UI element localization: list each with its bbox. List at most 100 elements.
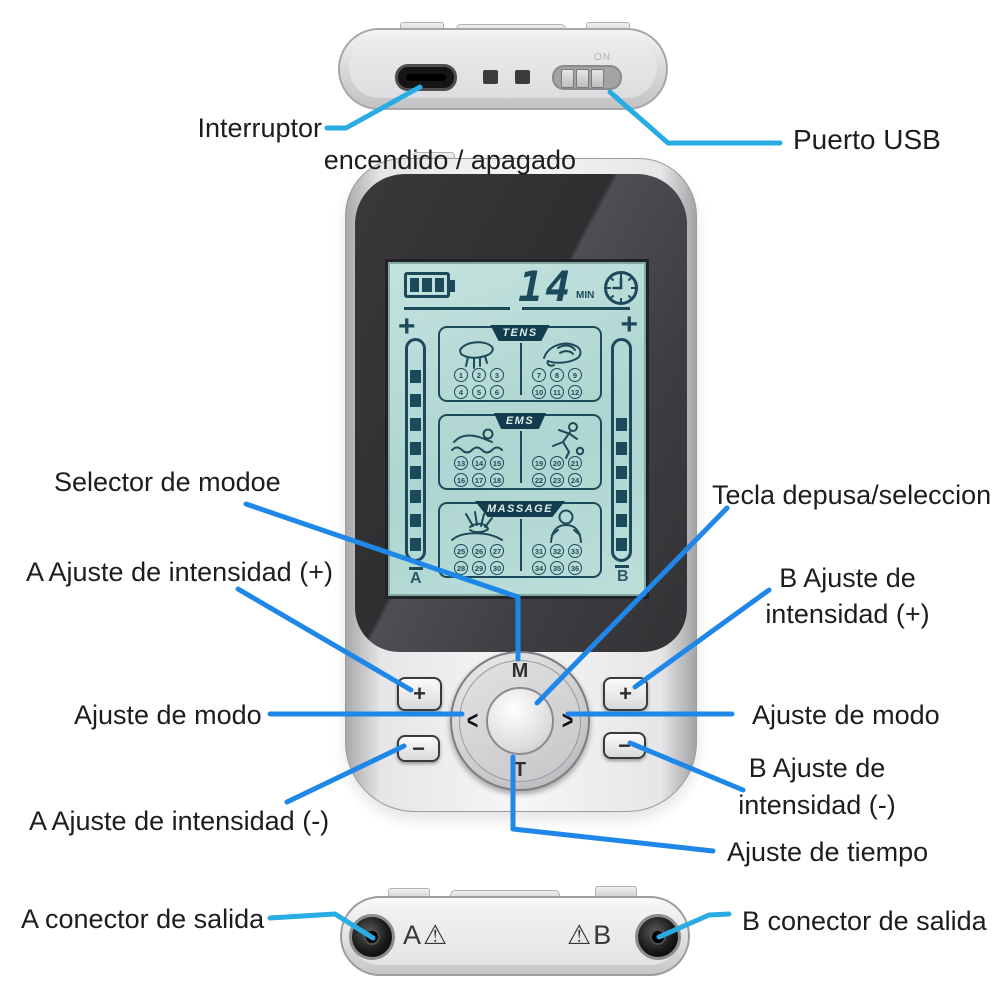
- mode-number-grid: 25 26 27 28 29 30: [454, 544, 504, 575]
- lcd-segment: [410, 394, 421, 407]
- mode-number: 3: [490, 368, 504, 382]
- label-a-intensity-plus: A Ajuste de intensidad (+): [26, 557, 333, 587]
- jack-b-hole: [650, 929, 666, 945]
- lcd-segment: [410, 442, 421, 455]
- section-divider: [520, 519, 522, 571]
- label-mode-selector: Selector de modoe: [54, 467, 281, 497]
- mode-number: 29: [472, 561, 486, 575]
- mode-number: 30: [490, 561, 504, 575]
- device-bottom-view: A⚠ ⚠B: [340, 884, 690, 978]
- label-time-adjust: Ajuste de tiempo: [727, 837, 929, 867]
- vent-hole: [483, 70, 498, 84]
- lcd-screen: 14 MIN + + A B: [388, 262, 646, 596]
- switch-ridge: [561, 69, 574, 88]
- mode-number: 8: [550, 368, 564, 382]
- b-intensity-plus-button[interactable]: +: [603, 677, 648, 711]
- device-bottom-face: [350, 905, 680, 965]
- label-mode-adjust-right: Ajuste de modo: [752, 700, 940, 730]
- warning-icon: ⚠: [567, 920, 594, 950]
- lcd-segment: [410, 538, 421, 551]
- jack-a-hole: [364, 929, 380, 945]
- lcd-segment: [410, 418, 421, 431]
- b-intensity-minus-button[interactable]: −: [603, 732, 646, 759]
- mode-number: 22: [532, 473, 546, 487]
- timer-unit: MIN: [576, 290, 595, 301]
- label-mode-adjust-left: Ajuste de modo: [74, 700, 262, 730]
- label-a-intensity-minus: A Ajuste de intensidad (-): [29, 806, 330, 836]
- switch-ridge: [591, 69, 604, 88]
- mode-number: 13: [454, 456, 468, 470]
- label-usb-port: Puerto USB: [793, 124, 941, 155]
- mode-number: 4: [454, 385, 468, 399]
- mode-number: 15: [490, 456, 504, 470]
- mode-selector-button[interactable]: M: [511, 660, 529, 682]
- warning-icon: ⚠: [423, 920, 450, 950]
- mode-number: 28: [454, 561, 468, 575]
- runner-icon: [542, 421, 588, 466]
- timer-value: 14: [518, 262, 573, 311]
- usb-slot: [406, 74, 446, 81]
- label-pause-select: Tecla depusa/seleccion: [712, 480, 992, 510]
- mode-number: 2: [472, 368, 486, 382]
- mode-number: 17: [472, 473, 486, 487]
- channel-b-letter: B: [617, 568, 629, 585]
- mode-number: 1: [454, 368, 468, 382]
- lcd-divider-line: [404, 307, 510, 310]
- power-switch[interactable]: [552, 65, 622, 90]
- label-power-switch: Interruptor encendido / apagado: [197, 113, 576, 175]
- on-marking: ON: [594, 52, 611, 63]
- lcd-segment: [410, 514, 421, 527]
- usb-port: [395, 64, 457, 91]
- plus-icon: +: [413, 681, 426, 706]
- plus-icon: +: [619, 681, 632, 706]
- mode-number: 18: [490, 473, 504, 487]
- clock-icon: [604, 271, 638, 305]
- grip-hand-icon: [538, 336, 588, 375]
- right-arrow-button[interactable]: >: [561, 704, 574, 735]
- lcd-segment: [410, 370, 421, 383]
- mode-number: 26: [472, 544, 486, 558]
- mode-number: 25: [454, 544, 468, 558]
- minus-icon: −: [412, 735, 425, 761]
- a-intensity-plus-button[interactable]: +: [397, 677, 442, 711]
- mode-number: 11: [550, 385, 564, 399]
- mode-number: 5: [472, 385, 486, 399]
- a-intensity-minus-button[interactable]: −: [397, 735, 440, 762]
- mode-number: 31: [532, 544, 546, 558]
- label-b-intensity-plus: B Ajuste de intensidad (+): [765, 563, 930, 629]
- mode-number: 10: [532, 385, 546, 399]
- channel-a-marking: A⚠: [403, 920, 450, 950]
- vent-hole: [515, 70, 530, 84]
- lcd-segment: [616, 418, 627, 431]
- lcd-segment: [422, 278, 432, 292]
- time-adjust-button[interactable]: T: [513, 759, 527, 781]
- lcd-segment: [616, 538, 627, 551]
- label-b-intensity-minus: B Ajuste de intensidad (-): [738, 753, 896, 820]
- channel-a-letter: A: [410, 570, 422, 587]
- scratch-hand-icon: [452, 337, 502, 374]
- device-bottom-housing: [340, 896, 690, 976]
- left-arrow-button[interactable]: <: [466, 704, 479, 735]
- section-divider: [520, 431, 522, 483]
- pause-select-button[interactable]: [486, 687, 554, 755]
- channel-b-plus-mark: +: [620, 308, 638, 341]
- mode-number: 27: [490, 544, 504, 558]
- lcd-segment: [410, 278, 420, 292]
- label-b-connector: B conector de salida: [742, 906, 987, 936]
- channel-b-intensity-bar: [611, 338, 632, 562]
- mode-number: 12: [568, 385, 582, 399]
- section-title: TENS: [490, 325, 550, 341]
- device-top-view: ON: [338, 22, 668, 110]
- mode-number: 35: [550, 561, 564, 575]
- output-jack-a: [349, 914, 395, 960]
- lcd-segment: [410, 466, 421, 479]
- device-top-housing: ON: [338, 28, 668, 110]
